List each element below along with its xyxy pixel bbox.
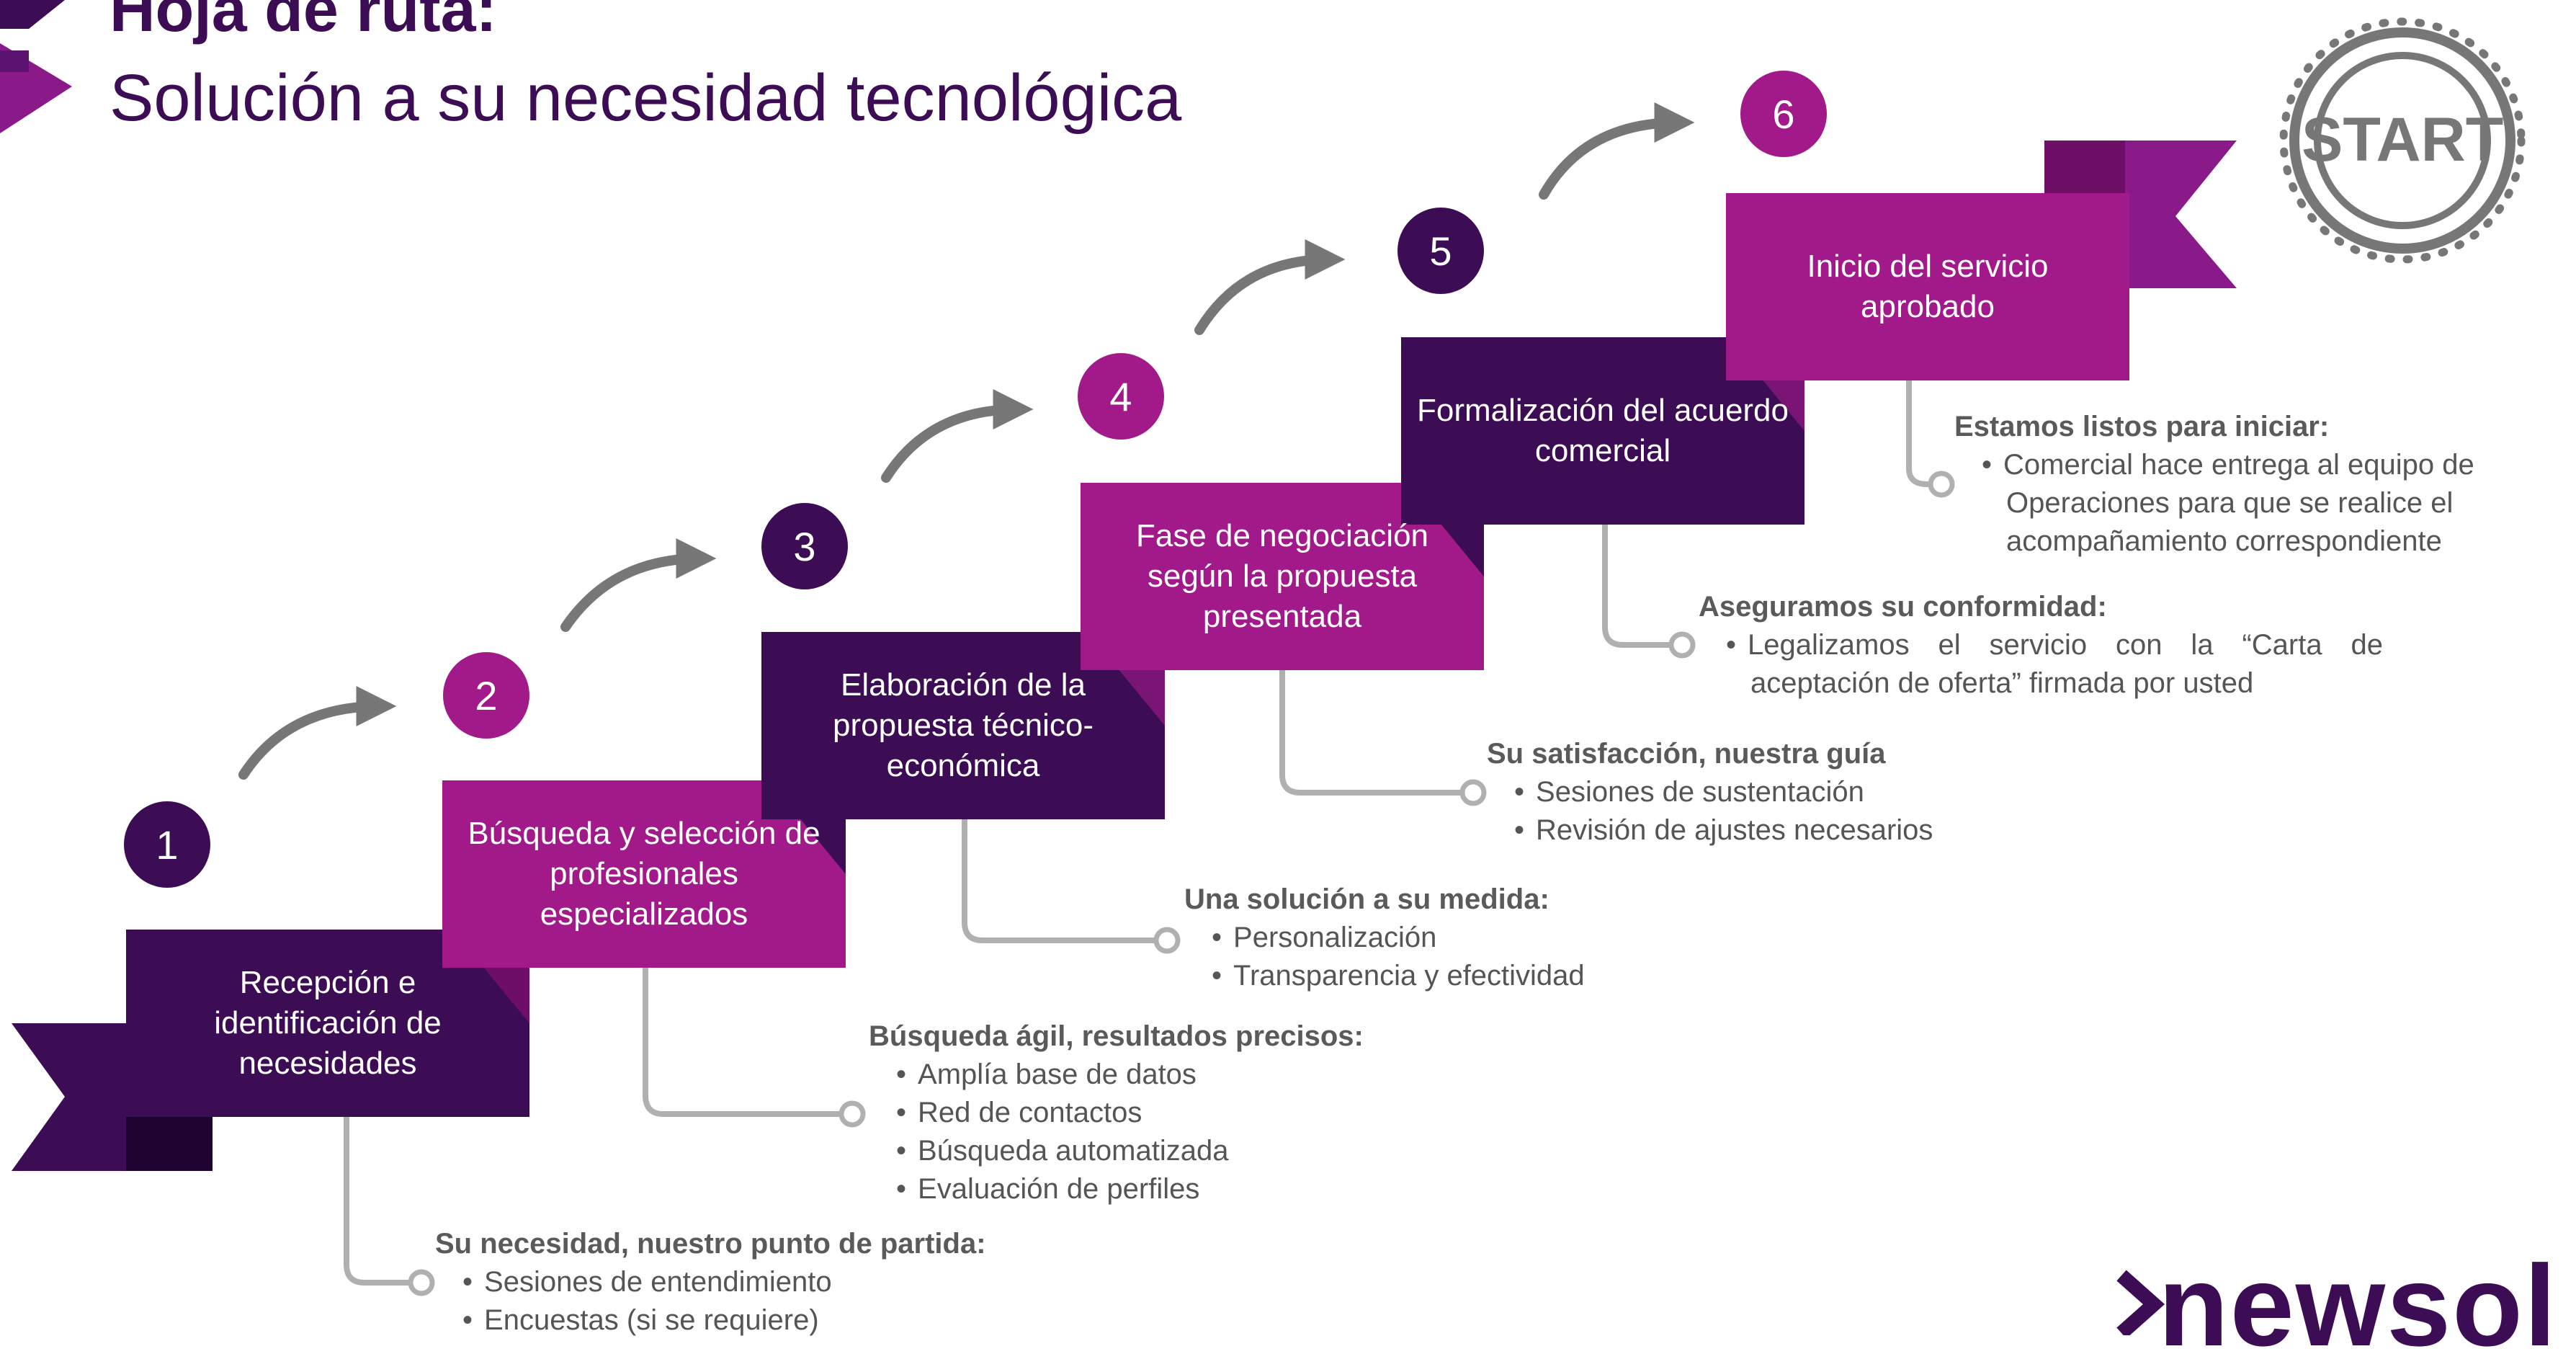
- description-bullet: Personalización: [1233, 919, 1585, 957]
- start-badge-icon: [2279, 17, 2526, 264]
- step-label-1: Recepción e identificación de necesidade…: [214, 965, 442, 1081]
- ribbon-tail-right-fold: [2044, 141, 2125, 193]
- step-label-5: Formalización del acuerdo comercial: [1416, 393, 1789, 468]
- newsol-logo-chevron-icon: [2116, 1270, 2165, 1335]
- step-label-6: Inicio del servicio aprobado: [1807, 249, 2049, 324]
- page-title: Hoja de ruta:: [109, 0, 497, 45]
- step-number-circle-1: [124, 801, 210, 888]
- step-number-6: 6: [1772, 91, 1795, 137]
- step-number-5: 5: [1429, 228, 1452, 274]
- newsol-logo: newsol: [2158, 1241, 2558, 1370]
- connector-dots: [408, 471, 1955, 1296]
- step-number-circle-6: [1740, 71, 1827, 157]
- description-title: Una solución a su medida:: [1184, 883, 1549, 915]
- description-bullet: Transparencia y efectividad: [1233, 957, 1585, 995]
- description-bullet: Comercial hace entrega al equipo de Oper…: [2003, 446, 2559, 561]
- step-number-1: 1: [156, 821, 179, 868]
- arrow-icon-4: [1194, 239, 1346, 335]
- description-bullet: Sesiones de entendimiento: [484, 1263, 986, 1301]
- step-label-4: Fase de negociación según la propuesta p…: [1135, 518, 1429, 634]
- step-box-6: [1726, 193, 2129, 380]
- start-badge-text: START: [2302, 105, 2504, 174]
- step-number-3: 3: [793, 523, 816, 569]
- step-number-circle-5: [1397, 208, 1484, 294]
- description-bullet: Legalizamos el servicio con la “Carta de…: [1748, 626, 2383, 703]
- description-bullet: Revisión de ajustes necesarios: [1536, 811, 1933, 850]
- step-label-3: Elaboración de la propuesta técnico-econ…: [833, 667, 1094, 783]
- step-number-circle-4: [1078, 353, 1164, 440]
- arrow-icon-3: [881, 389, 1034, 483]
- step-description-4: Su satisfacción, nuestra guía Sesiones d…: [1487, 735, 1933, 850]
- description-bullet: Sesiones de sustentación: [1536, 773, 1933, 811]
- step-boxes: [126, 193, 2129, 1117]
- step-label-2: Búsqueda y selección de profesionales es…: [468, 816, 820, 932]
- step-description-2: Búsqueda ágil, resultados precisos: Ampl…: [869, 1017, 1364, 1208]
- description-title: Estamos listos para iniciar:: [1954, 411, 2330, 442]
- step-description-1: Su necesidad, nuestro punto de partida: …: [435, 1225, 986, 1340]
- brand-chevron-icon: [0, 0, 72, 133]
- step-description-6: Estamos listos para iniciar: Comercial h…: [1954, 408, 2559, 561]
- ribbon-tail-left-fold: [126, 1113, 213, 1171]
- arrow-icon-1: [238, 686, 397, 780]
- description-title: Búsqueda ágil, resultados precisos:: [869, 1020, 1364, 1052]
- step-number-circle-2: [443, 652, 529, 739]
- description-title: Su necesidad, nuestro punto de partida:: [435, 1228, 986, 1260]
- page-subtitle: Solución a su necesidad tecnológica: [109, 61, 1182, 135]
- step-description-5: Aseguramos su conformidad: Legalizamos e…: [1699, 588, 2383, 703]
- step-number-circle-3: [761, 503, 848, 589]
- description-title: Su satisfacción, nuestra guía: [1487, 738, 1886, 770]
- ribbon-tail-left: [12, 1023, 126, 1171]
- arrow-icon-5: [1539, 102, 1695, 200]
- arrow-icon-2: [560, 538, 717, 632]
- description-bullet: Amplía base de datos: [918, 1056, 1364, 1094]
- progress-arrows: [238, 102, 1695, 780]
- step-number-4: 4: [1109, 373, 1132, 419]
- description-bullet: Evaluación de perfiles: [918, 1170, 1364, 1208]
- description-bullet: Búsqueda automatizada: [918, 1132, 1364, 1170]
- step-number-2: 2: [475, 672, 498, 718]
- description-title: Aseguramos su conformidad:: [1699, 591, 2107, 623]
- description-bullet: Encuestas (si se requiere): [484, 1301, 986, 1340]
- roadmap-graphics: [0, 0, 2526, 1335]
- step-description-3: Una solución a su medida: Personalizació…: [1184, 881, 1585, 995]
- description-bullet: Red de contactos: [918, 1094, 1364, 1132]
- connector-lines: [344, 380, 1931, 1286]
